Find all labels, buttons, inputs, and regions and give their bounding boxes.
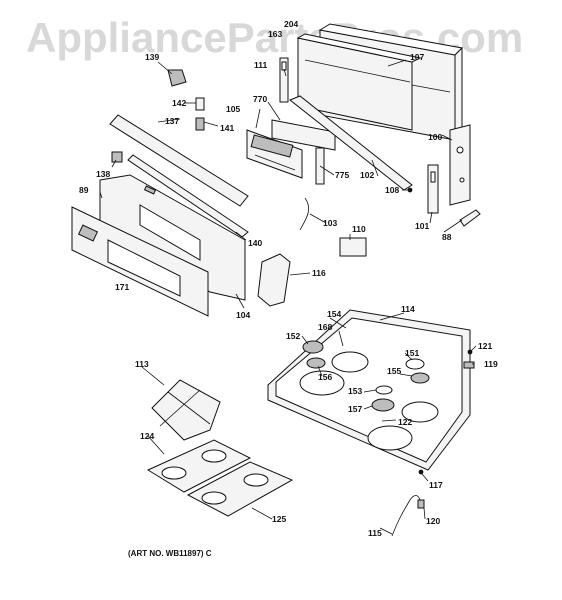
label-124: 124: [140, 431, 154, 441]
label-102: 102: [360, 170, 374, 180]
label-142: 142: [172, 98, 186, 108]
label-110: 110: [352, 224, 366, 234]
label-115: 115: [368, 528, 382, 538]
label-111: 111: [254, 60, 268, 70]
bracket-101: [427, 164, 439, 214]
label-105: 105: [226, 104, 240, 114]
switch-110: [339, 237, 367, 257]
label-116: 116: [312, 268, 326, 278]
label-138: 138: [96, 169, 110, 179]
leader-lines: [99, 59, 477, 535]
trim-strip-137: [109, 114, 249, 207]
part-labels: 204 163 107 111 139 770 142 105 141 137 …: [79, 19, 498, 538]
burner-cap-153: [375, 385, 393, 395]
label-119: 119: [484, 359, 498, 369]
burner-cap-157: [371, 398, 395, 412]
label-103: 103: [323, 218, 337, 228]
label-140: 140: [248, 238, 262, 248]
burner-cap-152: [302, 340, 324, 354]
burner-cap-151: [405, 358, 425, 370]
faceplate-171: [71, 206, 209, 317]
fitting-120: [417, 499, 425, 509]
label-89: 89: [79, 185, 89, 195]
label-171: 171: [115, 282, 129, 292]
drip-pan-125: [186, 461, 294, 517]
rail-102: [289, 95, 413, 191]
tube-103: [299, 197, 309, 231]
label-88: 88: [442, 232, 452, 242]
control-board-105: [246, 129, 303, 179]
grate-113: [151, 379, 221, 441]
label-137: 137: [165, 116, 179, 126]
label-770: 770: [253, 94, 267, 104]
label-141: 141: [220, 123, 234, 133]
label-108: 108: [385, 185, 399, 195]
label-120: 120: [426, 516, 440, 526]
label-107: 107: [410, 52, 424, 62]
top-trim-204: [296, 33, 422, 131]
pin-142: [195, 97, 205, 111]
gas-tube-115: [391, 495, 421, 537]
leg-88: [459, 209, 481, 227]
burner-cap-155: [410, 372, 430, 384]
label-113: 113: [135, 359, 149, 369]
screw-117: [418, 469, 424, 475]
bracket-770: [271, 119, 336, 151]
cover-116: [257, 253, 291, 307]
label-121: 121: [478, 341, 492, 351]
label-155: 155: [387, 366, 401, 376]
label-163: 163: [268, 29, 282, 39]
label-151: 151: [405, 348, 419, 358]
strip-140: [127, 154, 249, 238]
end-bracket-111: [279, 57, 289, 103]
clip-141: [195, 117, 205, 131]
label-139: 139: [145, 52, 159, 62]
label-122: 122: [398, 417, 412, 427]
label-152: 152: [286, 331, 300, 341]
label-114: 114: [401, 304, 415, 314]
burner-cap-156: [306, 357, 326, 369]
label-157: 157: [348, 404, 362, 414]
label-117: 117: [429, 480, 443, 490]
support-138: [111, 151, 123, 163]
knob-139: [167, 69, 187, 87]
label-125: 125: [272, 514, 286, 524]
end-cap-100: [449, 124, 471, 206]
label-104: 104: [236, 310, 250, 320]
label-154: 154: [327, 309, 341, 319]
label-156: 156: [318, 372, 332, 382]
drip-pan-124: [146, 439, 252, 493]
screw-119: [463, 361, 475, 369]
label-100: 100: [428, 132, 442, 142]
label-168: 168: [318, 322, 332, 332]
label-153: 153: [348, 386, 362, 396]
art-number: (ART NO. WB11897) C: [128, 549, 212, 558]
label-204: 204: [284, 19, 298, 29]
label-775: 775: [335, 170, 349, 180]
label-101: 101: [415, 221, 429, 231]
